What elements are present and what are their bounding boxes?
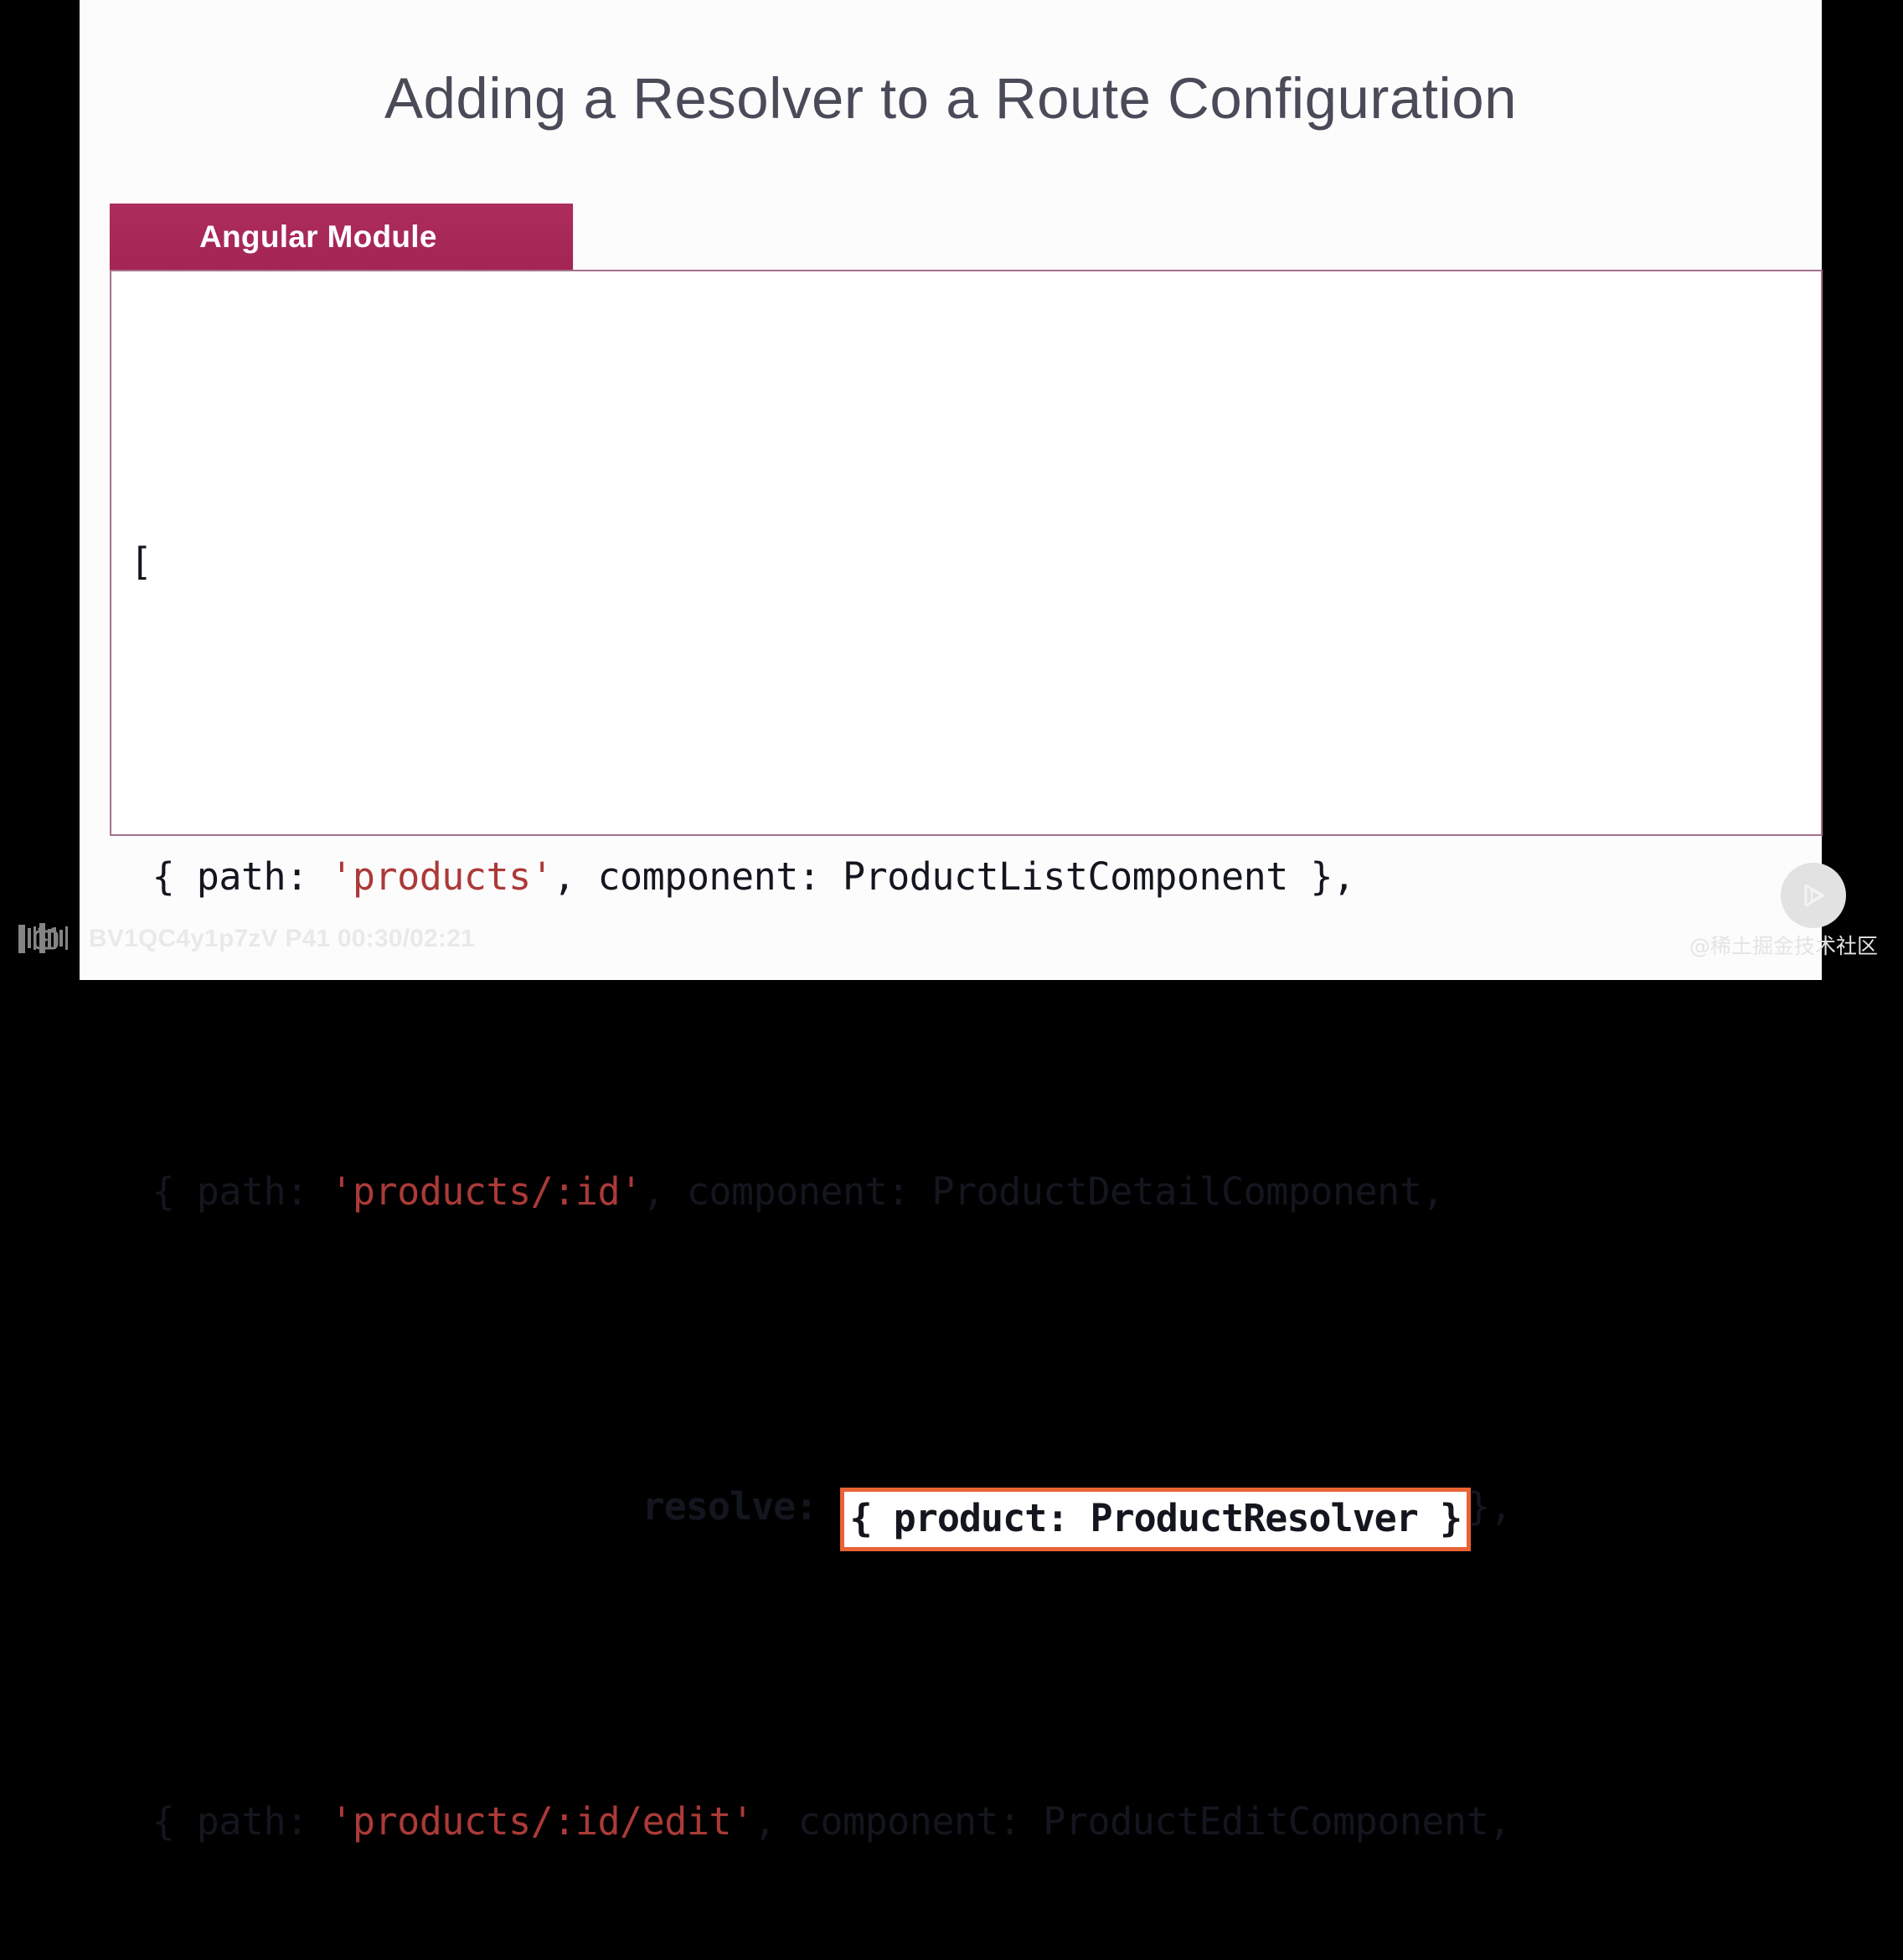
resolver-highlight-box: { product: ProductResolver } — [840, 1488, 1472, 1551]
code-text: { path: — [130, 1799, 331, 1844]
video-player: Adding a Resolver to a Route Configurati… — [17, 0, 1878, 1844]
code-line-open-bracket: [ — [130, 523, 1512, 601]
code-string-literal: 'products/:id' — [330, 1169, 642, 1214]
code-text: [ — [130, 539, 152, 584]
play-triangle-icon — [1804, 884, 1825, 907]
code-string-literal: 'products/:id/edit' — [330, 1799, 754, 1844]
code-block-panel: [ { path: 'products', component: Product… — [110, 270, 1823, 1844]
corner-watermark: @稀土掘金技术社区 — [1689, 863, 1878, 962]
code-text: , component: ProductListComponent }, — [553, 854, 1355, 899]
watermark-author-text: @稀土掘金技术社区 — [1689, 934, 1878, 958]
code-text: { path: — [130, 854, 331, 899]
code-text: , component: ProductDetailComponent, — [642, 1169, 1445, 1214]
bilibili-watermark: BV1QC4y1p7zV P41 00:30/02:21 — [17, 921, 475, 957]
code-text: , component: ProductEditComponent, — [753, 1799, 1512, 1844]
code-line-resolve-detail: resolve: { product: ProductResolver }}, — [130, 1467, 1513, 1551]
code-line-products: { path: 'products', component: ProductLi… — [130, 838, 1512, 916]
code-text: }, — [1467, 1484, 1513, 1529]
code-line-products-edit: { path: 'products/:id/edit', component: … — [130, 1782, 1512, 1861]
resolve-keyword: resolve: — [642, 1484, 839, 1529]
code-line-products-id: { path: 'products/:id', component: Produ… — [130, 1153, 1512, 1231]
play-icon — [1781, 863, 1846, 928]
presentation-slide: Adding a Resolver to a Route Configurati… — [80, 0, 1823, 1844]
code-listing: [ { path: 'products', component: Product… — [130, 286, 1513, 1960]
angular-module-tab-label: Angular Module — [199, 219, 437, 254]
code-string-literal: 'products' — [330, 854, 554, 899]
video-info-text: BV1QC4y1p7zV P41 00:30/02:21 — [89, 925, 475, 952]
page-title: Adding a Resolver to a Route Configurati… — [384, 66, 1517, 131]
angular-module-tab: Angular Module — [110, 204, 573, 271]
bilibili-logo — [18, 923, 68, 953]
code-text: { path: — [130, 1169, 331, 1214]
